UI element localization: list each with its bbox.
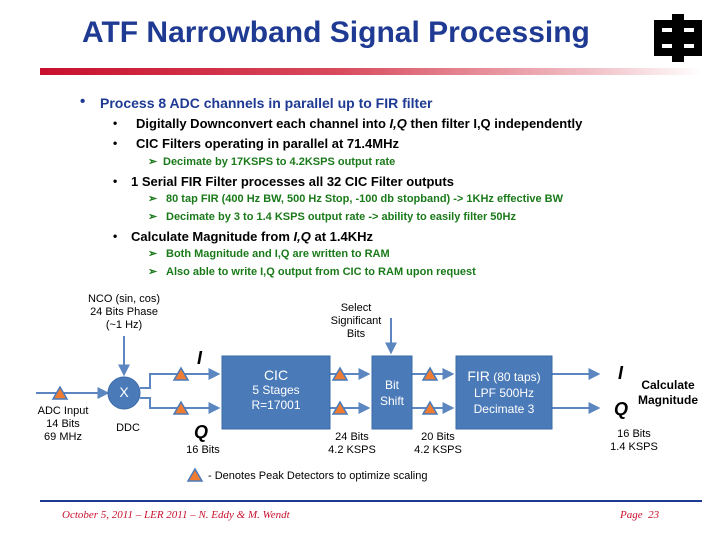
peak-detector-triangle [172, 366, 190, 381]
bullet-fir-decimate: Decimate by 3 to 1.4 KSPS output rate ->… [166, 211, 516, 223]
bullet-dot: • [113, 136, 118, 150]
mixer-circle [107, 376, 141, 410]
i-label: I [197, 348, 203, 368]
footer-divider [40, 500, 702, 502]
bullet-fir-taps: 80 tap FIR (400 Hz BW, 500 Hz Stop, -100… [166, 193, 563, 205]
page-title: ATF Narrowband Signal Processing [82, 16, 590, 49]
bitshift-block [371, 355, 413, 430]
output-q-label: Q [614, 399, 629, 419]
peak-detector-triangle [421, 366, 439, 381]
bullet-main: Process 8 ADC channels in parallel up to… [100, 95, 433, 111]
peak-detector-triangle [51, 385, 69, 400]
legend-triangle [186, 467, 204, 482]
bullet-magnitude: Calculate Magnitude from I,Q at 1.4KHz [131, 229, 374, 244]
bullet-fir: 1 Serial FIR Filter processes all 32 CIC… [131, 174, 454, 189]
page-number: Page 23 [620, 509, 660, 521]
fir-label: FIR (80 taps) LPF 500Hz Decimate 3 [467, 368, 541, 416]
arrow-bullet: ➢ [148, 193, 158, 205]
bullet-cic-decimate: Decimate by 17KSPS to 4.2KSPS output rat… [163, 156, 396, 168]
ddc-label: DDC [116, 422, 140, 434]
q-label: Q [194, 422, 209, 442]
arrow-bullet: ➢ [148, 266, 158, 278]
nco-label: NCO (sin, cos)24 Bits Phase(~1 Hz) [87, 293, 161, 331]
arrow-bullet: ➢ [148, 248, 158, 260]
peak-detector-triangle [172, 400, 190, 415]
arrow-bullet: ➢ [148, 156, 158, 168]
title-divider [40, 68, 702, 75]
bullet-ram-cic: Also able to write I,Q output from CIC t… [166, 266, 476, 278]
bullet-dot: • [113, 174, 118, 188]
bullet-cic: CIC Filters operating in parallel at 71.… [136, 136, 399, 151]
block-diagram [36, 318, 601, 482]
cic-label: CIC 5 Stages R=17001 [251, 367, 301, 413]
output-i-label: I [618, 363, 624, 383]
legend-text: - Denotes Peak Detectors to optimize sca… [208, 470, 428, 482]
arrow-bullet: ➢ [148, 211, 158, 223]
peak-detector-triangle [331, 400, 349, 415]
peak-detector-triangle [421, 400, 439, 415]
mixer-label: X [119, 384, 129, 400]
fermilab-logo [654, 14, 702, 62]
bullet-dot: • [113, 116, 118, 130]
fir-block [455, 355, 553, 430]
bullet-ram: Both Magnitude and I,Q are written to RA… [166, 248, 390, 260]
peak-detector-triangle [331, 366, 349, 381]
cic-block [221, 355, 331, 430]
bullet-dot: • [80, 93, 86, 110]
footer-citation: October 5, 2011 – LER 2011 – N. Eddy & M… [62, 509, 290, 521]
bullet-dot: • [113, 229, 118, 243]
q-bits-label: 16 Bits [186, 444, 220, 456]
bullet-ddc: Digitally Downconvert each channel into … [136, 116, 583, 131]
